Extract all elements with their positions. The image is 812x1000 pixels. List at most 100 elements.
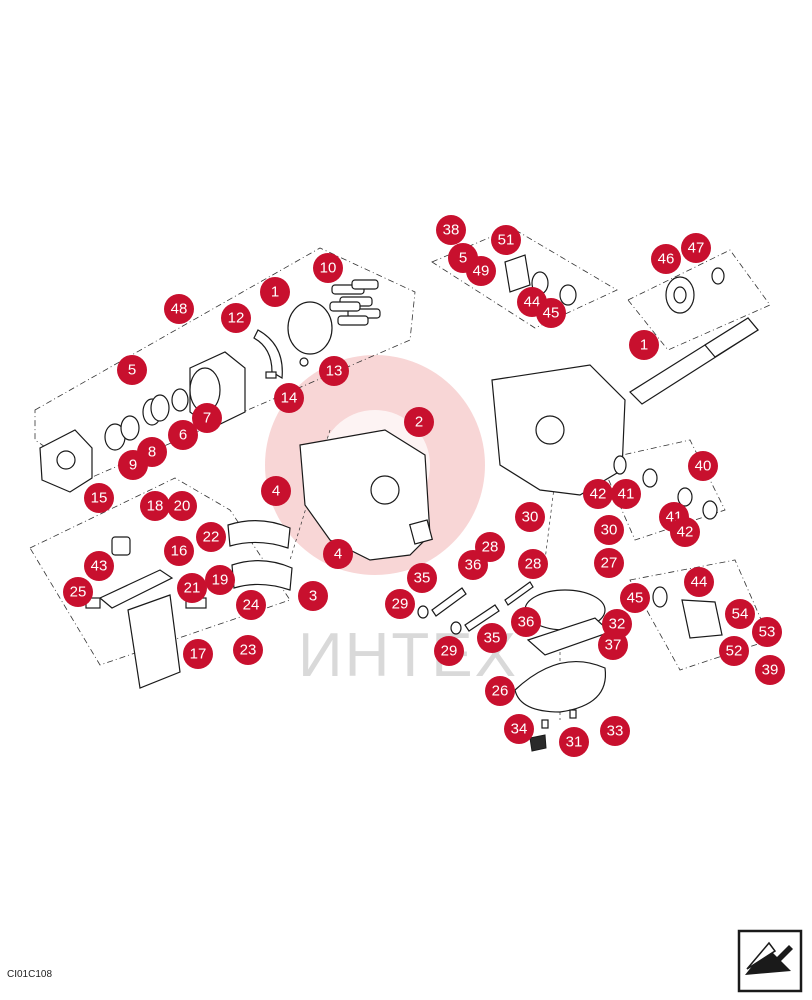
callout[interactable]: 45 xyxy=(620,583,650,613)
callout[interactable]: 2 xyxy=(404,407,434,437)
callout[interactable]: 36 xyxy=(511,607,541,637)
svg-text:6: 6 xyxy=(179,427,187,444)
next-page-arrow-icon[interactable] xyxy=(737,929,803,993)
callout[interactable]: 4 xyxy=(261,476,291,506)
svg-text:15: 15 xyxy=(91,490,108,507)
callout[interactable]: 20 xyxy=(167,491,197,521)
callout[interactable]: 28 xyxy=(518,549,548,579)
callout[interactable]: 17 xyxy=(183,639,213,669)
callout[interactable]: 35 xyxy=(407,563,437,593)
callout[interactable]: 42 xyxy=(670,517,700,547)
callout[interactable]: 25 xyxy=(63,577,93,607)
callout[interactable]: 48 xyxy=(164,294,194,324)
side-cover xyxy=(127,594,181,689)
svg-text:53: 53 xyxy=(759,624,776,641)
pump-housing-left xyxy=(299,429,431,561)
piston xyxy=(337,315,369,326)
guide-right-rings xyxy=(599,439,726,541)
svg-text:30: 30 xyxy=(522,509,539,526)
callout[interactable]: 52 xyxy=(719,636,749,666)
callout[interactable]: 46 xyxy=(651,244,681,274)
callout[interactable]: 38 xyxy=(436,215,466,245)
svg-text:14: 14 xyxy=(281,390,298,407)
svg-text:47: 47 xyxy=(688,240,705,257)
callout[interactable]: 30 xyxy=(594,515,624,545)
o-ring xyxy=(677,487,693,507)
svg-text:8: 8 xyxy=(148,444,156,461)
gasket-plate xyxy=(408,519,434,545)
svg-text:3: 3 xyxy=(309,588,317,605)
callout[interactable]: 40 xyxy=(688,451,718,481)
callout[interactable]: 21 xyxy=(177,573,207,603)
callout[interactable]: 4 xyxy=(323,539,353,569)
callout[interactable]: 33 xyxy=(600,716,630,746)
callout[interactable]: 19 xyxy=(205,565,235,595)
callout[interactable]: 43 xyxy=(84,551,114,581)
svg-text:44: 44 xyxy=(691,574,708,591)
leader-2 xyxy=(544,479,556,561)
svg-text:25: 25 xyxy=(70,584,87,601)
callout[interactable]: 29 xyxy=(385,589,415,619)
svg-text:1: 1 xyxy=(271,284,279,301)
callout[interactable]: 45 xyxy=(536,298,566,328)
callout[interactable]: 5 xyxy=(117,355,147,385)
svg-text:26: 26 xyxy=(492,683,509,700)
callout[interactable]: 49 xyxy=(466,256,496,286)
callout[interactable]: 44 xyxy=(684,567,714,597)
callout[interactable]: 23 xyxy=(233,635,263,665)
callout[interactable]: 31 xyxy=(559,727,589,757)
callout[interactable]: 15 xyxy=(84,483,114,513)
callout[interactable]: 36 xyxy=(458,550,488,580)
control-lever xyxy=(98,569,174,609)
callout[interactable]: 53 xyxy=(752,617,782,647)
callout[interactable]: 13 xyxy=(319,356,349,386)
svg-text:35: 35 xyxy=(484,630,501,647)
callout[interactable]: 16 xyxy=(164,536,194,566)
callout[interactable]: 1 xyxy=(260,277,290,307)
callout[interactable]: 34 xyxy=(504,714,534,744)
svg-text:24: 24 xyxy=(243,597,260,614)
callout[interactable]: 3 xyxy=(298,581,328,611)
spring-36 xyxy=(504,581,534,606)
callout[interactable]: 54 xyxy=(725,599,755,629)
callout[interactable]: 27 xyxy=(594,548,624,578)
callout[interactable]: 14 xyxy=(274,383,304,413)
piston xyxy=(351,279,379,290)
callout[interactable]: 1 xyxy=(629,330,659,360)
svg-text:44: 44 xyxy=(524,294,541,311)
ring-8 xyxy=(120,415,140,441)
callout[interactable]: 18 xyxy=(140,491,170,521)
callout[interactable]: 26 xyxy=(485,676,515,706)
next-page-arrow-icon-graphic xyxy=(737,929,803,993)
callout[interactable]: 6 xyxy=(168,420,198,450)
svg-text:46: 46 xyxy=(658,251,675,268)
svg-text:16: 16 xyxy=(171,543,188,560)
svg-text:32: 32 xyxy=(609,616,626,633)
screw-31 xyxy=(541,719,549,729)
svg-text:22: 22 xyxy=(203,529,220,546)
callout[interactable]: 7 xyxy=(192,403,222,433)
svg-text:49: 49 xyxy=(473,263,490,280)
retainer-plate xyxy=(253,329,283,380)
svg-text:34: 34 xyxy=(511,721,528,738)
guide-rotating-group xyxy=(34,247,416,479)
callout[interactable]: 35 xyxy=(477,623,507,653)
callout[interactable]: 10 xyxy=(313,253,343,283)
svg-text:48: 48 xyxy=(171,301,188,318)
callout[interactable]: 51 xyxy=(491,225,521,255)
callout[interactable]: 30 xyxy=(515,502,545,532)
drain-plug xyxy=(529,734,547,752)
callout[interactable]: 37 xyxy=(598,630,628,660)
washer-29a xyxy=(417,605,429,619)
callout[interactable]: 12 xyxy=(221,303,251,333)
callout[interactable]: 41 xyxy=(611,479,641,509)
svg-text:33: 33 xyxy=(607,723,624,740)
callout[interactable]: 42 xyxy=(583,479,613,509)
callout[interactable]: 47 xyxy=(681,233,711,263)
callout[interactable]: 22 xyxy=(196,522,226,552)
callout[interactable]: 29 xyxy=(434,636,464,666)
callout[interactable]: 9 xyxy=(118,450,148,480)
callout[interactable]: 24 xyxy=(236,590,266,620)
callout[interactable]: 39 xyxy=(755,655,785,685)
drive-shaft-spline xyxy=(704,317,759,358)
